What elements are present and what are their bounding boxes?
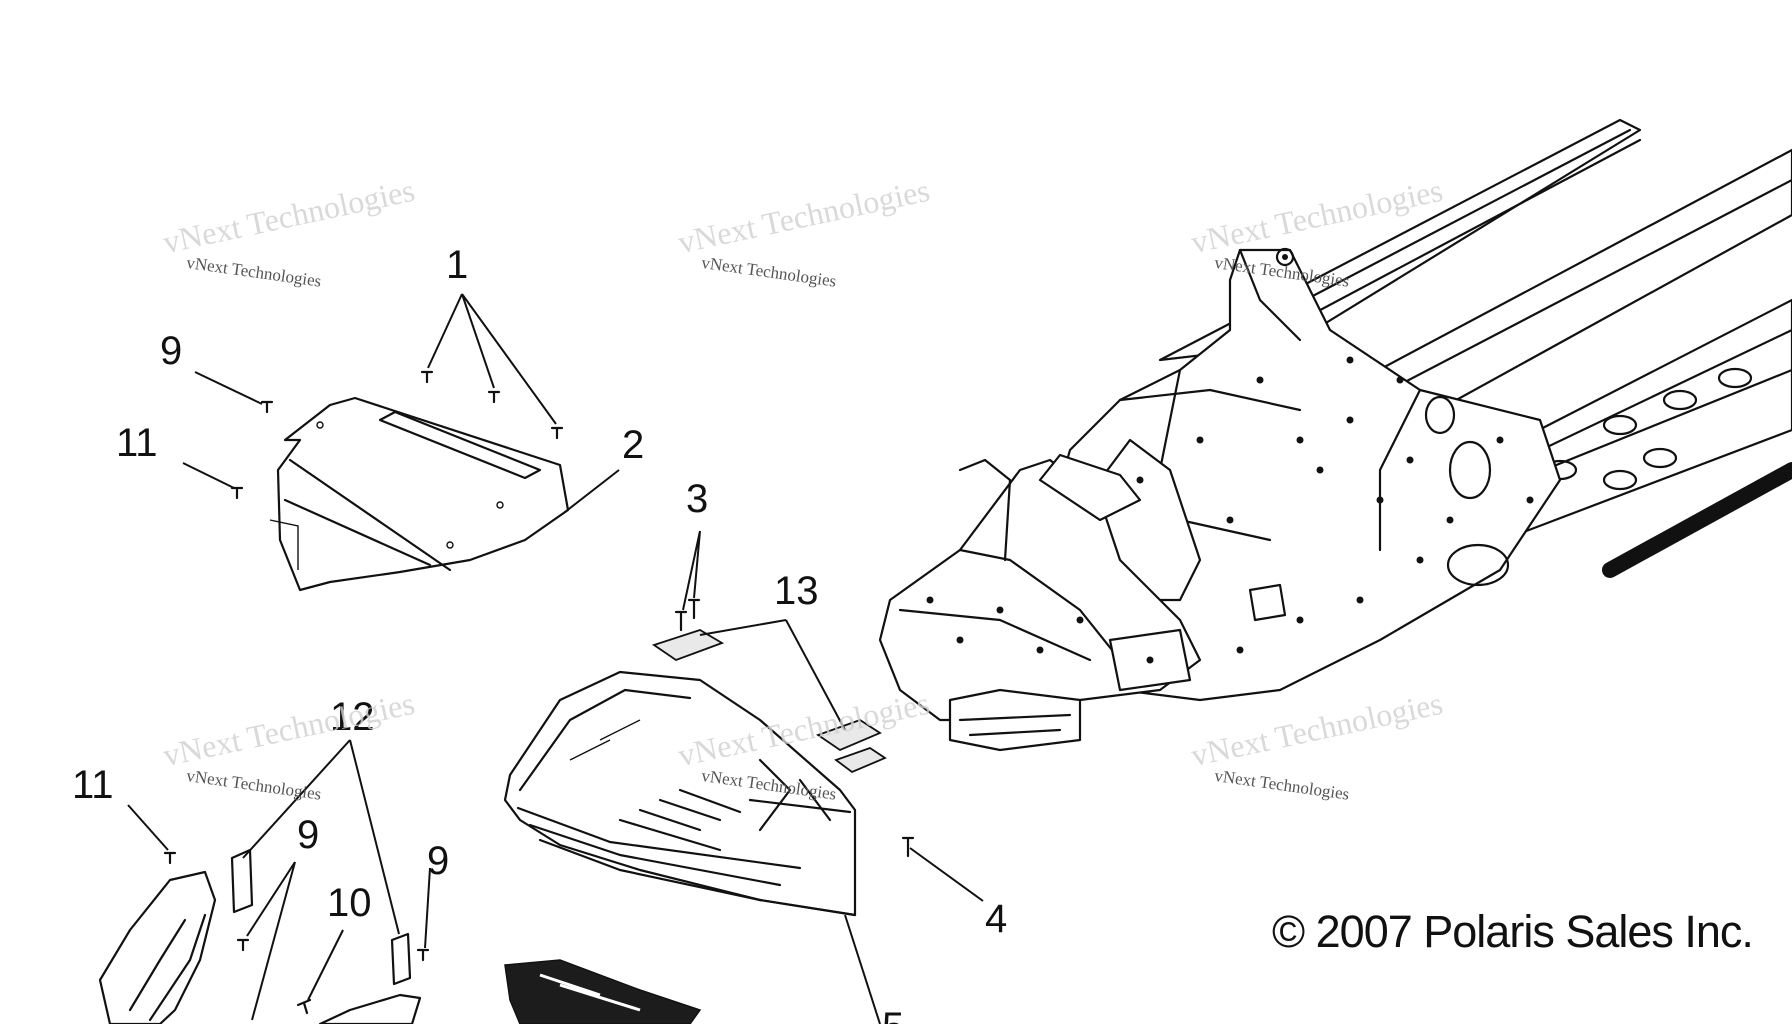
nose-pan-part [503,670,857,917]
copyright-notice: © 2007 Polaris Sales Inc. [1272,906,1754,957]
decal-parts-lower [230,848,412,986]
skid-plate-part [269,396,570,592]
callout-2: 2 [622,423,644,467]
side-panel-part [98,870,217,1024]
decal-parts [651,629,887,774]
callout-10: 10 [327,881,372,925]
callout-9-lower-left: 9 [297,813,319,857]
leader-lines [127,293,984,1024]
callout-5: 5 [882,1005,904,1024]
callout-1: 1 [446,243,468,287]
bolt-hardware-lower [163,598,915,1015]
callout-3: 3 [686,477,708,521]
callout-11-lower: 11 [72,763,114,807]
chassis-frame-part [878,118,1792,752]
bumper-part [318,993,422,1024]
callout-9-lower-right: 9 [427,839,449,883]
callout-13: 13 [774,569,819,613]
callout-11-upper: 11 [116,421,158,465]
callout-4: 4 [985,897,1007,941]
bolt-hardware-upper [230,370,564,500]
callout-9-upper: 9 [160,329,182,373]
callout-labels: 1 2 3 4 5 9 9 9 10 11 11 12 13 [72,243,1007,1024]
callout-12: 12 [330,695,375,739]
lower-foot-rest-part [504,959,702,1024]
